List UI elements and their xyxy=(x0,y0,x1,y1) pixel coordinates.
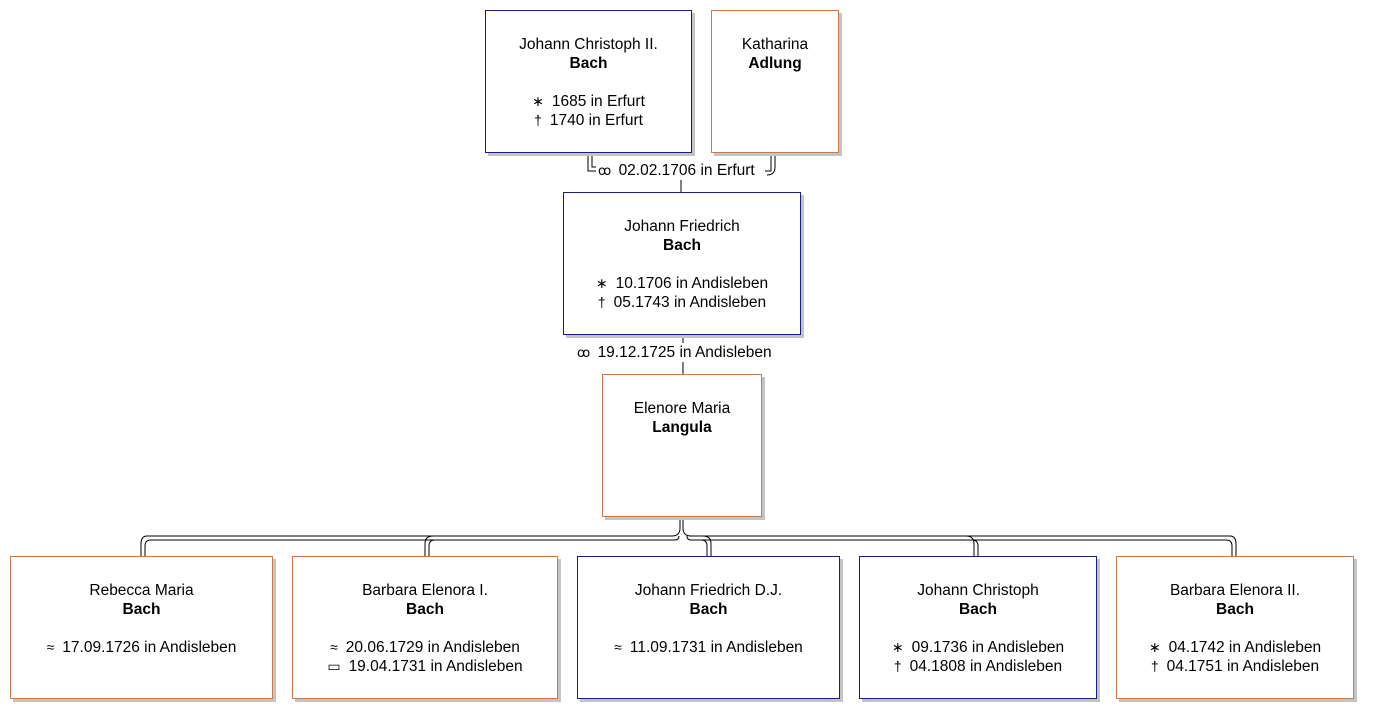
birth-icon: ∗ xyxy=(532,93,544,109)
given-name: Barbara Elenora I. xyxy=(362,582,488,599)
surname: Bach xyxy=(569,55,608,72)
given-name: Elenore Maria xyxy=(633,400,731,417)
birth-event: ∗04.1742 in Andisleben xyxy=(1148,639,1322,656)
connector-p2-m1 xyxy=(765,153,776,176)
death-event: †1740 in Erfurt xyxy=(534,112,643,129)
birth-event: ∗1685 in Erfurt xyxy=(532,93,645,110)
death-icon: † xyxy=(893,658,902,674)
given-name: Rebecca Maria xyxy=(89,582,194,599)
person-card-barbara-elenora-ii[interactable]: Barbara Elenora II. Bach ∗04.1742 in And… xyxy=(1116,556,1354,699)
death-event: †04.1808 in Andisleben xyxy=(893,658,1063,675)
connector-child-c4 xyxy=(965,535,979,556)
marriage-date: 02.02.1706 in Erfurt xyxy=(618,162,755,179)
marriage-icon: ꝏ xyxy=(598,163,611,178)
baptism-event: ≈20.06.1729 in Andisleben xyxy=(330,639,520,656)
baptism-icon: ≈ xyxy=(614,639,622,655)
surname: Bach xyxy=(406,601,444,618)
given-name: Johann Friedrich D.J. xyxy=(634,582,783,599)
connector-child-c3 xyxy=(700,535,712,556)
death-event: †05.1743 in Andisleben xyxy=(597,294,767,311)
person-card-johann-friedrich[interactable]: Johann Friedrich Bach ∗10.1706 in Andisl… xyxy=(563,192,801,335)
death-icon: † xyxy=(1150,658,1159,674)
birth-icon: ∗ xyxy=(1148,639,1161,655)
person-card-johann-christoph[interactable]: Johann Christoph Bach ∗09.1736 in Andisl… xyxy=(859,556,1097,699)
marriage-icon: ꝏ xyxy=(577,345,590,360)
given-name: Johann Christoph xyxy=(917,582,1039,599)
death-icon: † xyxy=(597,294,606,310)
person-card-johann-christoph-ii[interactable]: Johann Christoph II. Bach ∗1685 in Erfur… xyxy=(485,10,692,153)
given-name: Barbara Elenora II. xyxy=(1169,582,1301,599)
surname: Bach xyxy=(1216,601,1254,618)
person-card-katharina-adlung[interactable]: Katharina Adlung xyxy=(711,10,839,153)
person-card-johann-friedrich-dj[interactable]: Johann Friedrich D.J. Bach ≈11.09.1731 i… xyxy=(577,556,840,699)
death-event: †04.1751 in Andisleben xyxy=(1150,658,1320,675)
baptism-event: ≈11.09.1731 in Andisleben xyxy=(614,639,803,656)
birth-event: ∗09.1736 in Andisleben xyxy=(891,639,1065,656)
marriage-date: 19.12.1725 in Andisleben xyxy=(597,344,772,361)
surname: Bach xyxy=(959,601,997,618)
birth-icon: ∗ xyxy=(891,639,904,655)
surname: Langula xyxy=(652,419,712,436)
surname: Bach xyxy=(122,601,161,618)
birth-icon: ∗ xyxy=(595,275,608,291)
marriage-label-1: ꝏ 02.02.1706 in Erfurt xyxy=(596,161,757,180)
birth-event: ∗10.1706 in Andisleben xyxy=(595,275,769,292)
baptism-icon: ≈ xyxy=(46,639,55,655)
surname: Bach xyxy=(689,601,728,618)
baptism-icon: ≈ xyxy=(330,639,338,655)
baptism-event: ≈17.09.1726 in Andisleben xyxy=(46,639,237,656)
surname: Bach xyxy=(663,237,701,254)
burial-icon: ▭ xyxy=(327,658,341,674)
surname: Adlung xyxy=(748,55,802,72)
connector-child-c2 xyxy=(424,535,436,556)
connector-children-bar-lower xyxy=(144,535,1233,556)
connector-p4-children xyxy=(140,517,1237,556)
burial-event: ▭19.04.1731 in Andisleben xyxy=(327,658,523,675)
given-name: Johann Friedrich xyxy=(624,218,740,235)
marriage-label-2: ꝏ 19.12.1725 in Andisleben xyxy=(575,343,774,362)
death-icon: † xyxy=(534,112,542,128)
person-card-elenore-maria-langula[interactable]: Elenore Maria Langula xyxy=(602,374,762,517)
person-card-barbara-elenora-i[interactable]: Barbara Elenora I. Bach ≈20.06.1729 in A… xyxy=(292,556,558,699)
given-name: Katharina xyxy=(741,36,809,53)
person-card-rebecca-maria[interactable]: Rebecca Maria Bach ≈17.09.1726 in Andisl… xyxy=(10,556,273,699)
given-name: Johann Christoph II. xyxy=(519,36,658,53)
